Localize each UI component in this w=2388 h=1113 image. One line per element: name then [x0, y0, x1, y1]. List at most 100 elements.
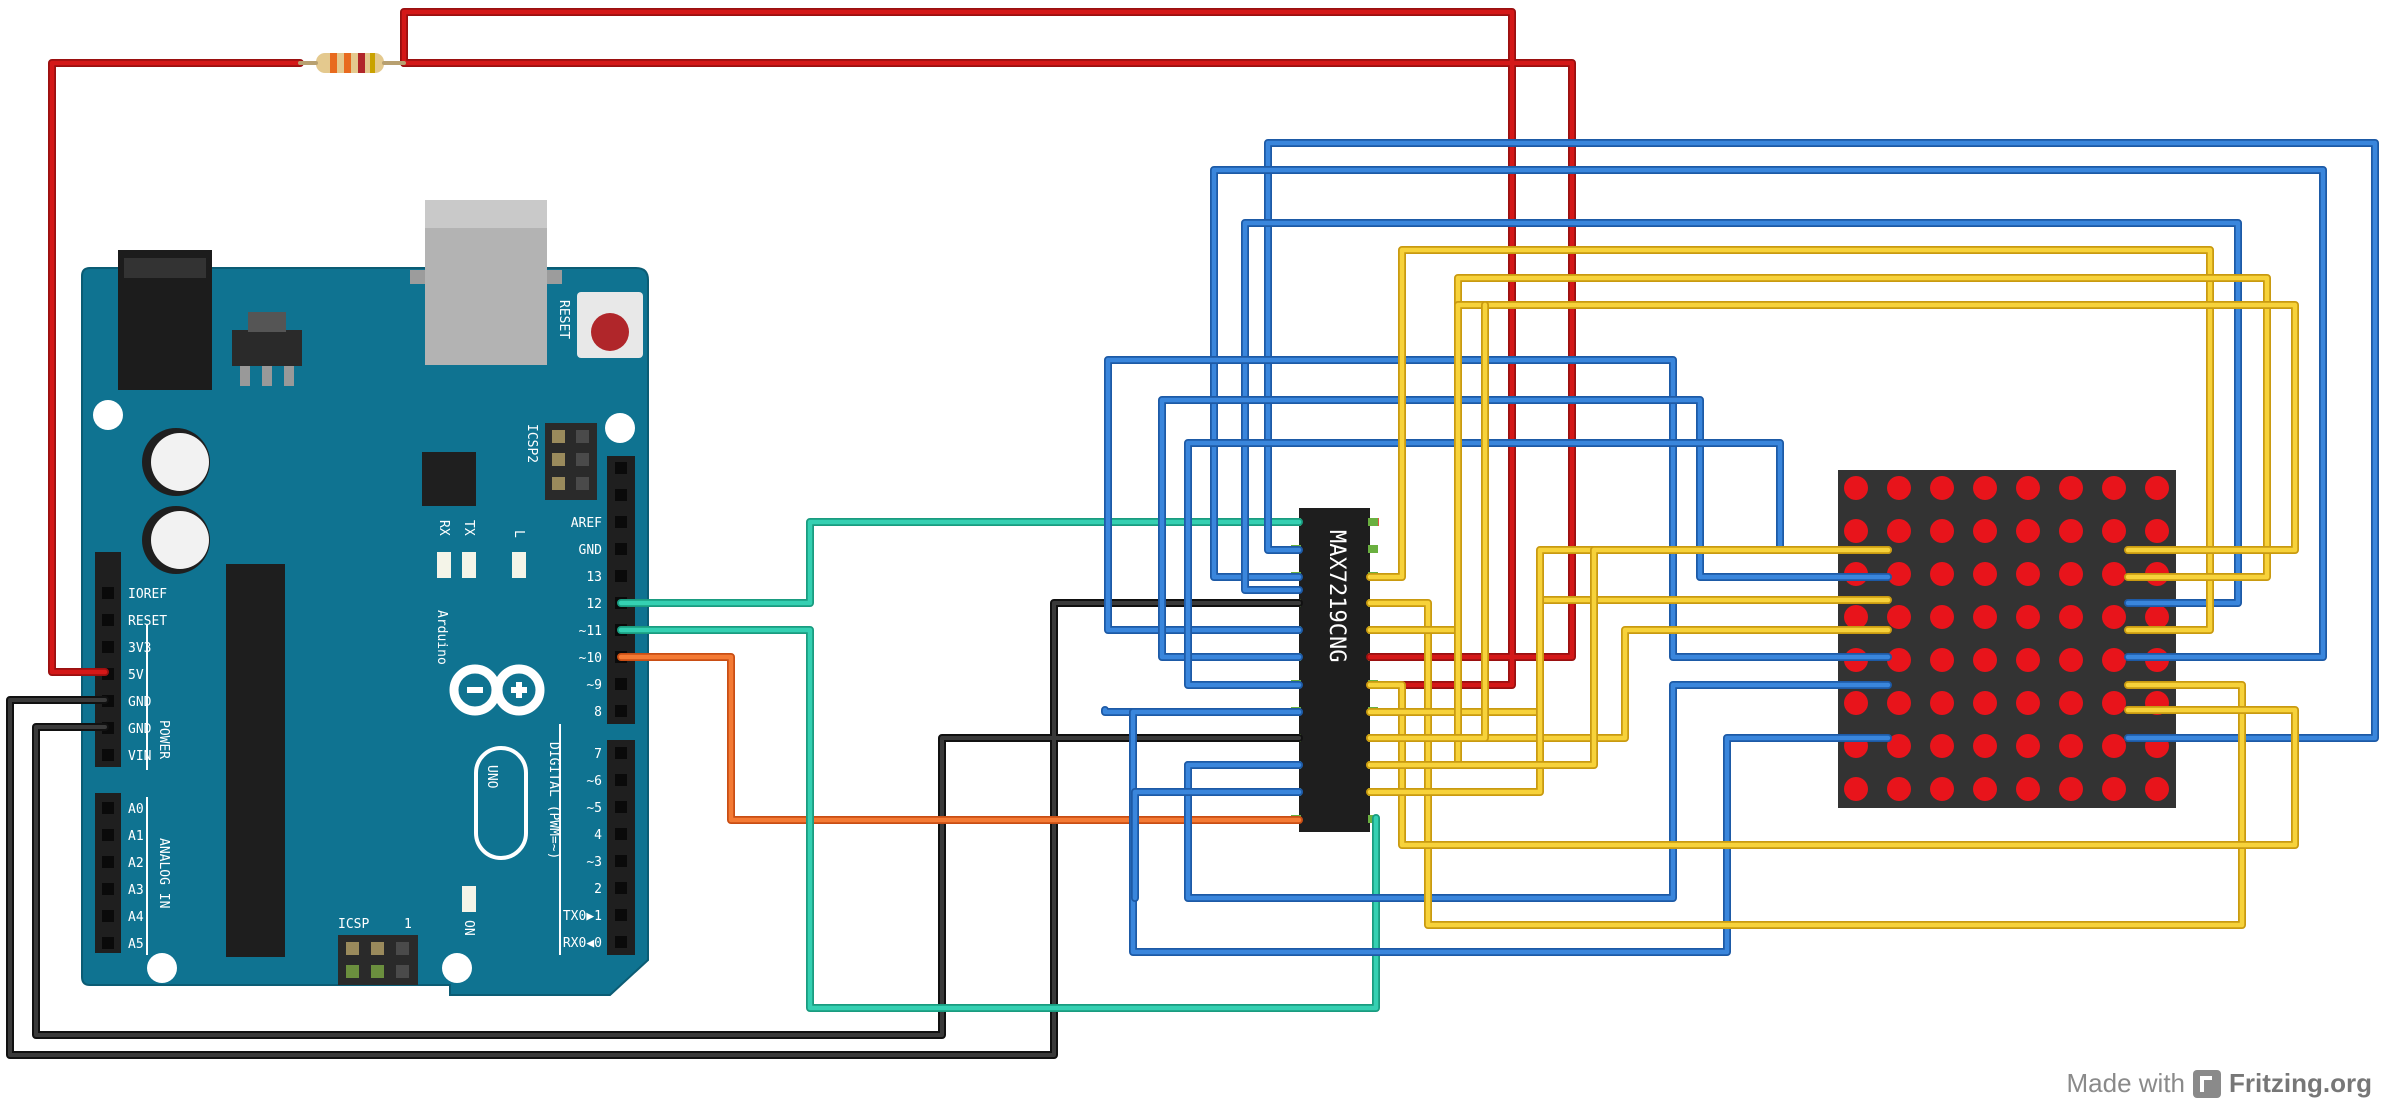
header-pin: [615, 747, 627, 759]
matrix-led: [1844, 605, 1868, 629]
matrix-led: [1930, 734, 1954, 758]
matrix-led: [2102, 605, 2126, 629]
matrix-led: [1930, 519, 1954, 543]
yellow-wire: [1367, 247, 2213, 633]
matrix-led: [1973, 648, 1997, 672]
pin-label-analog_pins: A3: [128, 883, 144, 898]
pin-label-analog_pins: A0: [128, 802, 144, 817]
pin-label-analog_pins: A4: [128, 910, 144, 925]
blue-wire: [1265, 140, 2378, 741]
yellow-wire: [1367, 302, 1488, 741]
icsp-label: ICSP: [338, 917, 369, 932]
header-pin: [102, 856, 114, 868]
yellow-wire: [1367, 547, 1891, 768]
pin-label-digital_pins_bottom: ~3: [586, 855, 602, 870]
pin-label-power_pins: GND: [128, 695, 152, 710]
matrix-led: [2059, 519, 2083, 543]
fritzing-watermark: Made with Fritzing.org: [2067, 1068, 2372, 1099]
header-pin: [615, 774, 627, 786]
matrix-led: [2102, 734, 2126, 758]
matrix-led: [2145, 777, 2169, 801]
mounting-hole: [605, 413, 635, 443]
arduino-uno-board: RESET ICSP2: [81, 200, 649, 996]
teal-wire-pin11: [618, 627, 1379, 1011]
pin-label-digital_pins_bottom: 7: [594, 747, 602, 762]
chip-label: MAX7219CNG: [1324, 530, 1349, 662]
matrix-led: [1887, 777, 1911, 801]
matrix-led: [2059, 777, 2083, 801]
matrix-led: [1973, 777, 1997, 801]
capacitor: [142, 506, 210, 574]
header-pin: [615, 570, 627, 582]
matrix-led: [2016, 777, 2040, 801]
blue-wire: [1211, 167, 2326, 660]
capacitor: [142, 428, 210, 496]
pin-label-power_pins: 5V: [128, 668, 144, 683]
pin-label-digital_pins_bottom: ~5: [586, 801, 602, 816]
fritzing-logo-icon: [2193, 1069, 2222, 1098]
yellow-wire: [1367, 275, 2270, 633]
header-pin: [615, 489, 627, 501]
pin-label-digital_pins_top: AREF: [571, 516, 602, 531]
max7219-chip: MAX7219CNG: [1291, 508, 1379, 832]
matrix-led: [1973, 519, 1997, 543]
matrix-led: [2059, 476, 2083, 500]
header-pin-labels: IOREFRESET3V35VGNDGNDVINA0A1A2A3A4A5AREF…: [128, 516, 602, 952]
matrix-led: [1930, 691, 1954, 715]
matrix-led: [2016, 476, 2040, 500]
power-group-label: POWER: [156, 720, 171, 759]
matrix-led: [1973, 605, 1997, 629]
pin-label-power_pins: VIN: [128, 749, 151, 764]
led-matrix: [1838, 470, 2176, 808]
digital-header-bottom: [607, 740, 635, 955]
header-pin: [102, 614, 114, 626]
matrix-led: [2016, 519, 2040, 543]
header-pin: [615, 516, 627, 528]
yellow-wire: [1367, 600, 2245, 928]
matrix-led: [1887, 691, 1911, 715]
resistor: [316, 53, 384, 73]
matrix-led: [1844, 691, 1868, 715]
pin-label-power_pins: RESET: [128, 614, 167, 629]
teal-wire-pin12: [618, 519, 1302, 606]
chip-pin-right: [1368, 545, 1378, 553]
pin-label-analog_pins: A1: [128, 829, 144, 844]
l-led: [512, 552, 526, 578]
on-led: [462, 886, 476, 912]
svg-text:UNO: UNO: [484, 765, 499, 789]
matrix-led: [1887, 562, 1911, 586]
icsp2-header: [545, 423, 597, 500]
black-wire-gnd-2: [34, 725, 1301, 1037]
yellow-wire: [1367, 627, 1891, 741]
wires: [6, 8, 2379, 1059]
matrix-led: [2059, 691, 2083, 715]
tx-led: [462, 552, 476, 578]
header-pin: [615, 828, 627, 840]
yellow-wire: [1367, 682, 2298, 848]
atmega-chip: [226, 564, 285, 957]
pin-label-digital_pins_top: ~9: [586, 678, 602, 693]
header-pin: [615, 936, 627, 948]
brand-label: Arduino: [434, 610, 449, 665]
blue-wire: [1130, 709, 1891, 955]
l-label: L: [511, 530, 526, 538]
analog-header: [95, 793, 121, 953]
pin-label-power_pins: 3V3: [128, 641, 151, 656]
uno-badge: UNO: [474, 746, 528, 860]
pin-label-digital_pins_top: 12: [586, 597, 602, 612]
matrix-led: [1844, 519, 1868, 543]
icsp-header: [338, 935, 418, 985]
header-pin: [615, 705, 627, 717]
pin-label-digital_pins_top: ~10: [579, 651, 602, 666]
chip-pin-right: [1368, 518, 1378, 526]
matrix-led: [2102, 476, 2126, 500]
matrix-led: [2016, 562, 2040, 586]
header-pin: [102, 829, 114, 841]
icsp2-label: ICSP2: [524, 424, 539, 463]
tx-label: TX: [461, 520, 476, 536]
red-wire-resistor-iset: [401, 9, 1515, 688]
analog-group-label: ANALOG IN: [156, 838, 171, 908]
pin-label-analog_pins: A5: [128, 937, 144, 952]
matrix-led: [1930, 777, 1954, 801]
